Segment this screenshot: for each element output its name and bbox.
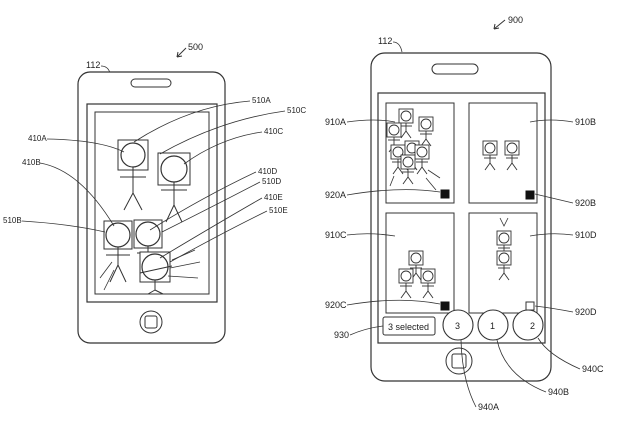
- label-410A: 410A: [28, 134, 47, 143]
- label-940A: 940A: [478, 402, 499, 412]
- badge-3-number: 3: [455, 321, 460, 331]
- label-930: 930: [334, 330, 349, 340]
- figure-ref-900-arrow: [493, 19, 506, 30]
- select-box-920B[interactable]: [525, 190, 535, 200]
- label-940C: 940C: [582, 364, 604, 374]
- label-920A: 920A: [325, 190, 346, 200]
- label-510D: 510D: [262, 177, 281, 186]
- figure-ref-900-arrowhead: [493, 23, 500, 30]
- thumbnail-910B[interactable]: [468, 102, 538, 204]
- label-510B: 510B: [3, 216, 22, 225]
- figure-ref-900: 900: [508, 15, 523, 25]
- figure-ref-500-arrow: [176, 47, 187, 58]
- home-button-left-icon: [144, 315, 158, 329]
- label-940B: 940B: [548, 387, 569, 397]
- select-box-920C[interactable]: [440, 301, 450, 311]
- leader-lines-900: [346, 119, 581, 408]
- label-510A: 510A: [252, 96, 271, 105]
- person-410B: [103, 220, 133, 283]
- person-410C: [157, 152, 191, 223]
- label-910A: 910A: [325, 117, 346, 127]
- badge-1-number: 1: [490, 321, 495, 331]
- label-910D: 910D: [575, 230, 597, 240]
- home-button-right-icon: [451, 353, 467, 369]
- label-920C: 920C: [325, 300, 347, 310]
- device-ref-112-right: 112: [378, 36, 392, 46]
- thumbnail-910C[interactable]: [385, 212, 455, 314]
- figure-ref-500-arrowhead: [176, 51, 183, 58]
- badge-2-number: 2: [530, 321, 535, 331]
- person-410A: [117, 139, 149, 211]
- label-410B: 410B: [22, 158, 41, 167]
- label-510C: 510C: [287, 106, 306, 115]
- label-910C: 910C: [325, 230, 347, 240]
- figure-500: 500 112: [3, 42, 306, 344]
- label-410C: 410C: [264, 127, 283, 136]
- select-box-920A[interactable]: [440, 189, 450, 199]
- figure-900: 900 112: [325, 15, 604, 412]
- person-410E: [139, 251, 173, 295]
- selected-photo-badge-2[interactable]: [512, 309, 544, 341]
- device-ref-112-right-leader: [392, 41, 403, 53]
- earpiece-right: [431, 63, 479, 75]
- device-ref-112-left: 112: [86, 60, 100, 70]
- select-box-920D[interactable]: [525, 301, 535, 311]
- selected-photo-badge-1[interactable]: [477, 309, 509, 341]
- thumbnail-910A[interactable]: [385, 102, 455, 204]
- person-410D: [133, 219, 163, 276]
- earpiece-left: [130, 78, 172, 88]
- label-510E: 510E: [269, 206, 288, 215]
- thumbnail-910D[interactable]: [468, 212, 538, 314]
- figure-ref-500: 500: [188, 42, 203, 52]
- label-920D: 920D: [575, 307, 597, 317]
- selection-count-text: 3 selected: [388, 322, 429, 332]
- label-920B: 920B: [575, 198, 596, 208]
- leader-lines-500: [21, 100, 286, 263]
- label-410E: 410E: [264, 193, 283, 202]
- label-410D: 410D: [258, 167, 277, 176]
- selected-photo-badge-3[interactable]: [442, 309, 474, 341]
- label-910B: 910B: [575, 117, 596, 127]
- crowd-limbs: [99, 249, 201, 291]
